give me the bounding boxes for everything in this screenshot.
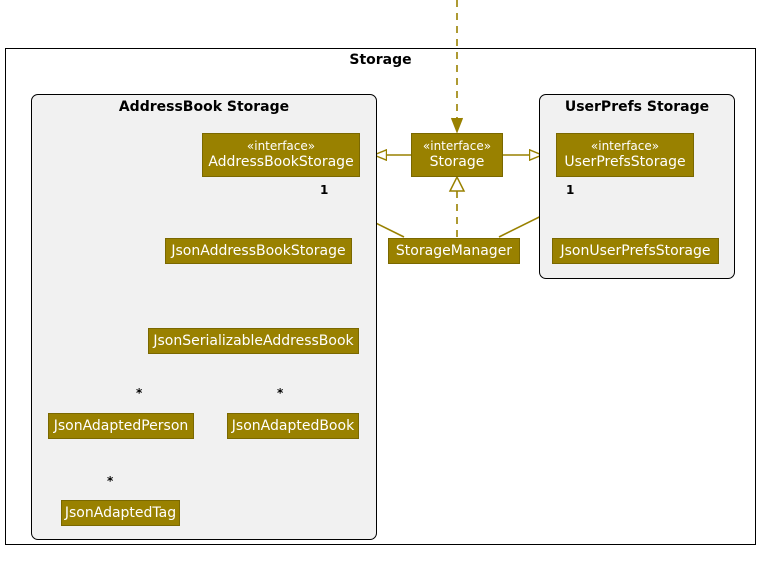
multiplicity-userprefsstorage: 1	[566, 183, 575, 197]
package-addressbook-storage-title: AddressBook Storage	[118, 99, 290, 115]
class-name-label: JsonAdaptedTag	[64, 504, 177, 521]
class-jsonuserprefsstorage[interactable]: JsonUserPrefsStorage	[552, 238, 719, 264]
package-storage-frame	[5, 48, 756, 545]
class-jsonadaptedtag[interactable]: JsonAdaptedTag	[61, 500, 180, 526]
class-name-label: JsonAdaptedPerson	[53, 417, 189, 434]
stereotype-label: «interface»	[422, 139, 492, 153]
class-jsonadaptedperson[interactable]: JsonAdaptedPerson	[48, 413, 194, 439]
stereotype-label: «interface»	[246, 139, 316, 153]
package-userprefs-storage-title: UserPrefs Storage	[564, 99, 710, 115]
class-userprefsstorage[interactable]: «interface» UserPrefsStorage	[556, 133, 694, 177]
class-name-label: Storage	[429, 154, 485, 170]
package-storage-title: Storage	[349, 52, 412, 68]
class-addressbookstorage[interactable]: «interface» AddressBookStorage	[202, 133, 360, 177]
multiplicity-jsonadaptedtag: *	[107, 474, 114, 488]
class-name-label: AddressBookStorage	[208, 154, 354, 170]
class-jsonaddressbookstorage[interactable]: JsonAddressBookStorage	[165, 238, 352, 264]
class-name-label: JsonAdaptedBook	[231, 417, 355, 434]
multiplicity-jsonadaptedperson: *	[136, 386, 143, 400]
class-name-label: StorageManager	[395, 242, 513, 259]
multiplicity-jsonadaptedbook: *	[277, 386, 284, 400]
class-jsonserializableaddressbook[interactable]: JsonSerializableAddressBook	[148, 328, 359, 354]
multiplicity-addressbookstorage: 1	[320, 183, 329, 197]
class-jsonadaptedbook[interactable]: JsonAdaptedBook	[227, 413, 359, 439]
class-storage[interactable]: «interface» Storage	[411, 133, 503, 177]
class-name-label: JsonUserPrefsStorage	[560, 242, 711, 259]
class-storagemanager[interactable]: StorageManager	[388, 238, 520, 264]
class-name-label: JsonAddressBookStorage	[171, 242, 346, 259]
class-name-label: JsonSerializableAddressBook	[153, 332, 354, 349]
stereotype-label: «interface»	[590, 139, 660, 153]
class-name-label: UserPrefsStorage	[564, 154, 686, 170]
